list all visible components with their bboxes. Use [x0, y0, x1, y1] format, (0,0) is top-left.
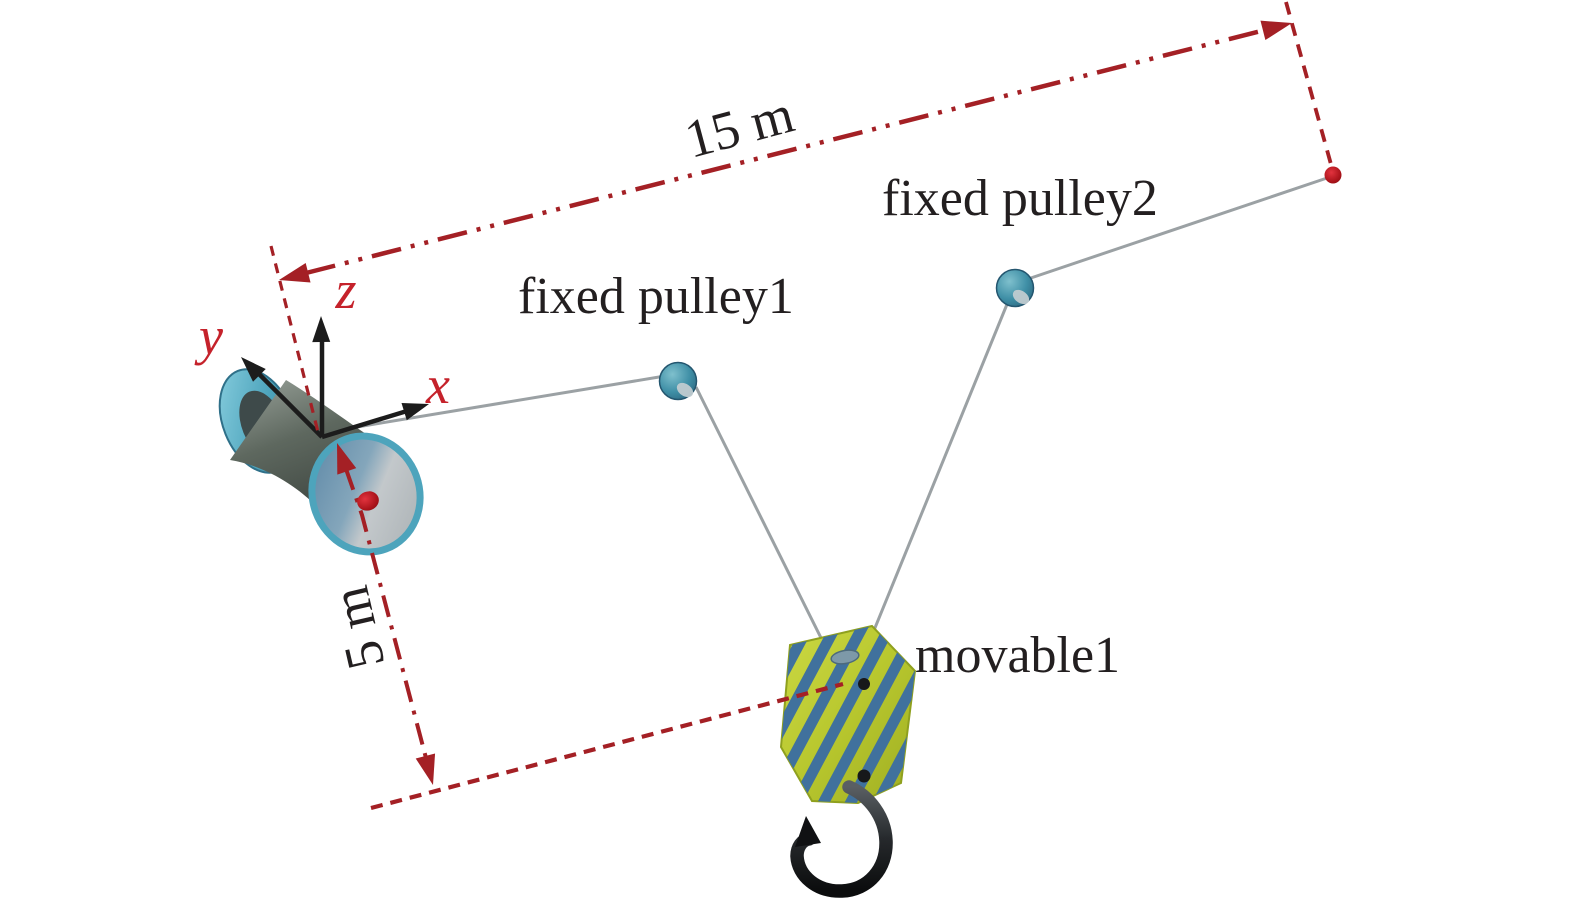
drum-axle-dot [357, 491, 379, 511]
z-axis-arrowhead [312, 316, 331, 343]
cable-fixed-pulley2-to-anchor [1018, 175, 1331, 284]
x-axis-line [321, 408, 408, 440]
cable-drum-to-fixed-pulley1 [356, 374, 666, 429]
pulley2-highlight [1012, 289, 1030, 305]
y-axis-label: y [194, 306, 223, 366]
hook-tip [795, 816, 821, 847]
component-labels: fixed pulley1 fixed pulley2 movable1 [518, 170, 1158, 684]
dimension-5m: 5 m [319, 443, 844, 811]
y-axis-arrowhead [241, 357, 266, 382]
y-axis-line [257, 372, 324, 439]
pulley-block-hook-icon [779, 624, 917, 898]
dim-15m-label: 15 m [679, 83, 800, 169]
block-bolt-upper [858, 678, 870, 690]
dim-15m-arrow-left [279, 263, 311, 283]
fixed-pulley2-icon [995, 268, 1035, 308]
dim-15m-line [305, 27, 1266, 276]
dim-5m-arrow-top [337, 443, 357, 475]
x-axis-label: x [425, 355, 450, 415]
cable-fixed-pulley1-to-movable [694, 386, 835, 663]
block-stripes [781, 626, 915, 803]
fixed-pulley2-label: fixed pulley2 [882, 170, 1158, 227]
z-axis-label: z [334, 260, 356, 320]
hook-icon [790, 780, 893, 898]
movable-pulley-label: movable1 [915, 627, 1120, 684]
fixed-pulley1-label: fixed pulley1 [518, 268, 794, 325]
block-bolt-lower [857, 769, 871, 783]
cable-movable-to-fixed-pulley2 [866, 291, 1014, 646]
dim-15m-arrow-right [1260, 20, 1292, 41]
extension-line-right [1284, 1, 1334, 169]
x-axis-arrowhead [401, 402, 429, 421]
stripe [829, 626, 915, 803]
stripe [808, 626, 915, 803]
block-sheave [830, 649, 860, 665]
cables [356, 175, 1331, 663]
fixed-pulley1-icon [658, 361, 698, 401]
anchor-dot-icon [1324, 166, 1342, 184]
extension-line-bottom [370, 681, 844, 811]
extension-line-left [269, 245, 320, 433]
stripe [787, 626, 915, 803]
dim-5m-line [344, 468, 428, 759]
dim-5m-arrow-bottom [415, 753, 436, 785]
pulley1-highlight [676, 382, 694, 398]
dim-5m-label: 5 m [319, 581, 396, 675]
winch-drum-icon [218, 368, 424, 556]
coordinate-axes: x y z [194, 260, 450, 440]
